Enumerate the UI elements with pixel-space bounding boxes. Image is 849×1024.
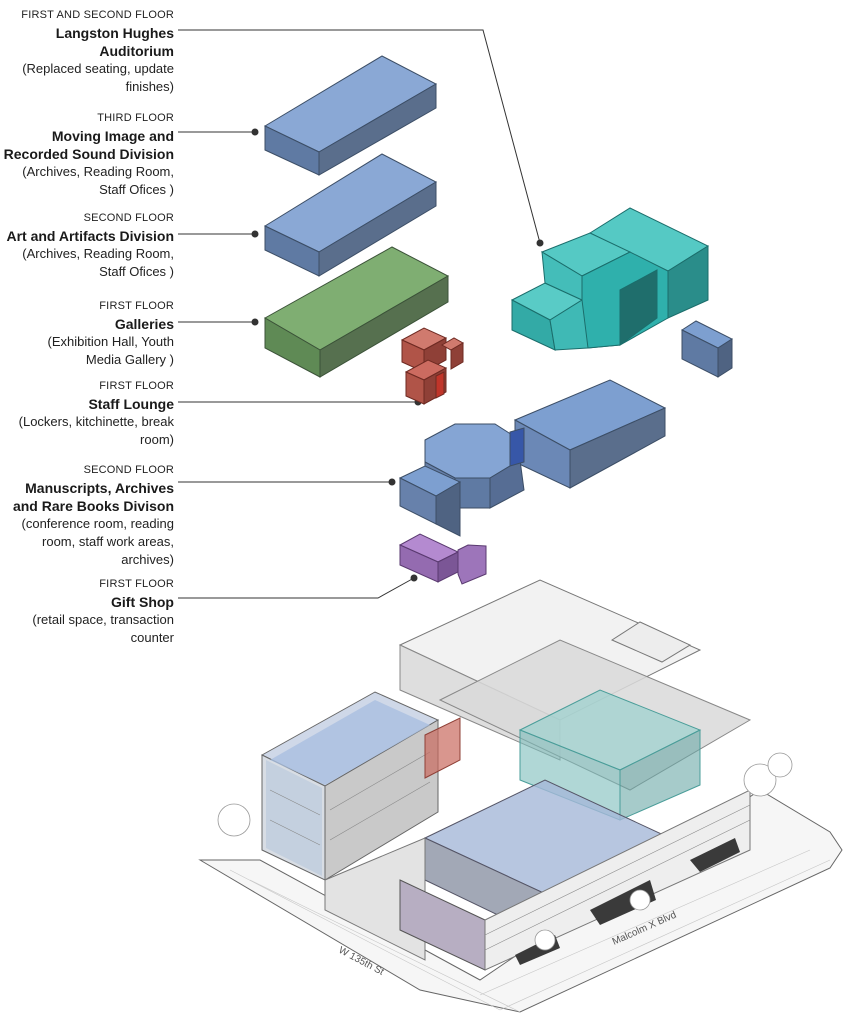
- space-title-line: and Rare Books Divison: [12, 498, 174, 514]
- floor-label: FIRST AND SECOND FLOOR: [21, 9, 174, 21]
- space-description-line: (Exhibition Hall, Youth: [47, 334, 174, 349]
- block-moving-image: [263, 55, 438, 176]
- block-art-artifacts: [263, 153, 438, 277]
- label-auditorium: FIRST AND SECOND FLOOR Langston Hughes A…: [21, 6, 174, 96]
- space-description-line: (Archives, Reading Room,: [22, 246, 174, 261]
- block-small-blue: [680, 320, 734, 378]
- space-title-line: Moving Image and: [51, 128, 174, 144]
- block-gift-shop: [398, 533, 487, 585]
- block-auditorium: [510, 207, 710, 351]
- space-description-line: room, staff work areas,: [42, 534, 174, 549]
- space-title-line: Recorded Sound Division: [3, 146, 174, 162]
- space-title-line: Langston Hughes: [55, 25, 174, 41]
- space-description-line: (retail space, transaction: [32, 612, 174, 627]
- leader-dot-auditorium: [536, 239, 544, 247]
- space-description-line: (conference room, reading: [21, 516, 174, 531]
- space-description-line: room): [140, 432, 174, 447]
- leader-dot-art-artifacts: [251, 230, 259, 238]
- floor-label: THIRD FLOOR: [97, 112, 174, 124]
- space-description-line: finishes): [125, 79, 174, 94]
- label-moving-image: THIRD FLOOR Moving Image and Recorded So…: [4, 109, 174, 199]
- space-title-line: Auditorium: [99, 43, 174, 59]
- block-manuscripts: [398, 379, 667, 537]
- label-manuscripts: SECOND FLOOR Manuscripts, Archives and R…: [13, 461, 174, 569]
- leader-dot-moving-image: [251, 128, 259, 136]
- leader-lines: [178, 29, 544, 599]
- space-title-line: Staff Lounge: [88, 396, 174, 412]
- leader-dot-gift-shop: [410, 574, 418, 582]
- space-title-line: Gift Shop: [111, 594, 174, 610]
- space-description-line: Media Gallery ): [85, 352, 174, 367]
- label-staff-lounge: FIRST FLOOR Staff Lounge (Lockers, kitch…: [19, 377, 174, 449]
- floor-label: FIRST FLOOR: [99, 300, 174, 312]
- floor-label: SECOND FLOOR: [83, 464, 174, 476]
- block-staff-lounge: [400, 327, 465, 405]
- space-description-line: Staff Ofices ): [99, 182, 174, 197]
- leader-line-gift-shop: [178, 577, 415, 599]
- building-massing: [198, 579, 843, 1013]
- space-description-line: (Lockers, kitchinette, break: [18, 414, 174, 429]
- space-title-line: Manuscripts, Archives: [25, 480, 174, 496]
- block-galleries: [263, 246, 450, 378]
- leader-line-auditorium: [178, 29, 541, 244]
- space-description-line: Staff Ofices ): [99, 264, 174, 279]
- floor-label: FIRST FLOOR: [99, 380, 174, 392]
- floor-label: FIRST FLOOR: [99, 578, 174, 590]
- label-art-artifacts: SECOND FLOOR Art and Artifacts Division …: [6, 209, 174, 281]
- label-galleries: FIRST FLOOR Galleries (Exhibition Hall, …: [48, 297, 174, 369]
- space-description-line: archives): [121, 552, 174, 567]
- space-description-line: (Replaced seating, update: [22, 61, 174, 76]
- label-gift-shop: FIRST FLOOR Gift Shop (retail space, tra…: [32, 575, 174, 647]
- floor-label: SECOND FLOOR: [83, 212, 174, 224]
- leader-dot-manuscripts: [388, 478, 396, 486]
- space-description-line: (Archives, Reading Room,: [22, 164, 174, 179]
- space-title-line: Art and Artifacts Division: [6, 228, 174, 244]
- space-description-line: counter: [130, 630, 174, 645]
- space-title-line: Galleries: [114, 316, 174, 332]
- leader-dot-galleries: [251, 318, 259, 326]
